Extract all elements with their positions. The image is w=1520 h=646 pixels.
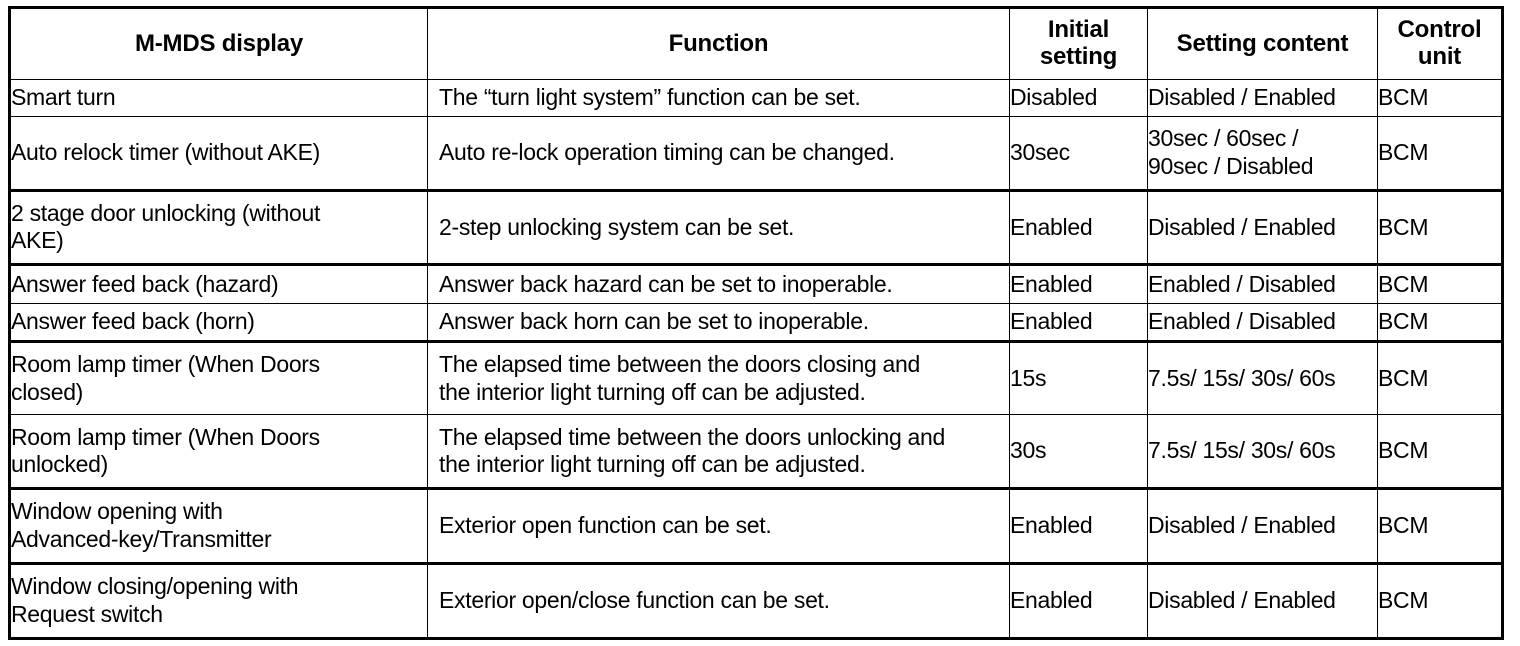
cell-display: Room lamp timer (When Doors closed) [9,339,428,416]
cell-function: The elapsed time between the doors unloc… [427,414,1010,490]
cell-control-unit: BCM [1377,263,1503,304]
cell-function: Exterior open/close function can be set. [427,562,1010,639]
column-header-setting-content: Setting content [1147,7,1378,80]
cell-function: Answer back hazard can be set to inopera… [427,263,1010,304]
cell-initial-setting: Enabled [1009,562,1148,639]
cell-function: The “turn light system” function can be … [427,79,1010,117]
cell-control-unit: BCM [1377,302,1503,342]
cell-function: Answer back horn can be set to inoperabl… [427,302,1010,342]
table-row: Room lamp timer (When Doors unlocked) Th… [9,414,1503,490]
table-row: Answer feed back (horn) Answer back horn… [9,302,1503,342]
table-row: Smart turn The “turn light system” funct… [9,79,1503,117]
table-row: Answer feed back (hazard) Answer back ha… [9,263,1503,304]
cell-display: Answer feed back (horn) [9,302,428,342]
spec-table-container: M-MDS display Function Initial setting S… [8,6,1504,640]
cell-control-unit: BCM [1377,339,1503,416]
cell-control-unit: BCM [1377,188,1503,266]
cell-display: Window closing/opening with Request swit… [9,562,428,639]
cell-initial-setting: 15s [1009,339,1148,416]
cell-setting-content: Disabled / Enabled [1147,188,1378,266]
cell-control-unit: BCM [1377,487,1503,564]
cell-control-unit: BCM [1377,115,1503,191]
cell-initial-setting: 30sec [1009,115,1148,191]
cell-setting-content: 7.5s/ 15s/ 30s/ 60s [1147,414,1378,490]
cell-setting-content: Disabled / Enabled [1147,79,1378,117]
table-row: 2 stage door unlocking (without AKE) 2-s… [9,188,1503,266]
cell-setting-content: Disabled / Enabled [1147,562,1378,639]
table-row: Window opening with Advanced-key/Transmi… [9,487,1503,564]
cell-initial-setting: Enabled [1009,188,1148,266]
cell-setting-content: Enabled / Disabled [1147,263,1378,304]
cell-initial-setting: 30s [1009,414,1148,490]
table-row: Window closing/opening with Request swit… [9,562,1503,639]
cell-initial-setting: Enabled [1009,263,1148,304]
table-header: M-MDS display Function Initial setting S… [9,7,1503,80]
cell-control-unit: BCM [1377,414,1503,490]
cell-setting-content: 30sec / 60sec / 90sec / Disabled [1147,115,1378,191]
header-row: M-MDS display Function Initial setting S… [9,7,1503,80]
cell-display: Auto relock timer (without AKE) [9,115,428,191]
table-body: Smart turn The “turn light system” funct… [9,79,1503,639]
column-header-display: M-MDS display [9,7,428,80]
cell-control-unit: BCM [1377,562,1503,639]
cell-setting-content: Enabled / Disabled [1147,302,1378,342]
cell-display: Room lamp timer (When Doors unlocked) [9,414,428,490]
cell-function: The elapsed time between the doors closi… [427,339,1010,416]
cell-function: 2-step unlocking system can be set. [427,188,1010,266]
cell-initial-setting: Enabled [1009,487,1148,564]
column-header-control-unit: Control unit [1377,7,1503,80]
table-row: Auto relock timer (without AKE) Auto re-… [9,115,1503,191]
cell-display: 2 stage door unlocking (without AKE) [9,188,428,266]
table-row: Room lamp timer (When Doors closed) The … [9,339,1503,416]
cell-display: Smart turn [9,79,428,117]
cell-display: Answer feed back (hazard) [9,263,428,304]
cell-initial-setting: Disabled [1009,79,1148,117]
m-mds-settings-table: M-MDS display Function Initial setting S… [8,6,1504,640]
column-header-function: Function [427,7,1010,80]
cell-function: Exterior open function can be set. [427,487,1010,564]
column-header-initial-setting: Initial setting [1009,7,1148,80]
cell-setting-content: 7.5s/ 15s/ 30s/ 60s [1147,339,1378,416]
cell-control-unit: BCM [1377,79,1503,117]
cell-function: Auto re-lock operation timing can be cha… [427,115,1010,191]
cell-setting-content: Disabled / Enabled [1147,487,1378,564]
cell-initial-setting: Enabled [1009,302,1148,342]
cell-display: Window opening with Advanced-key/Transmi… [9,487,428,564]
